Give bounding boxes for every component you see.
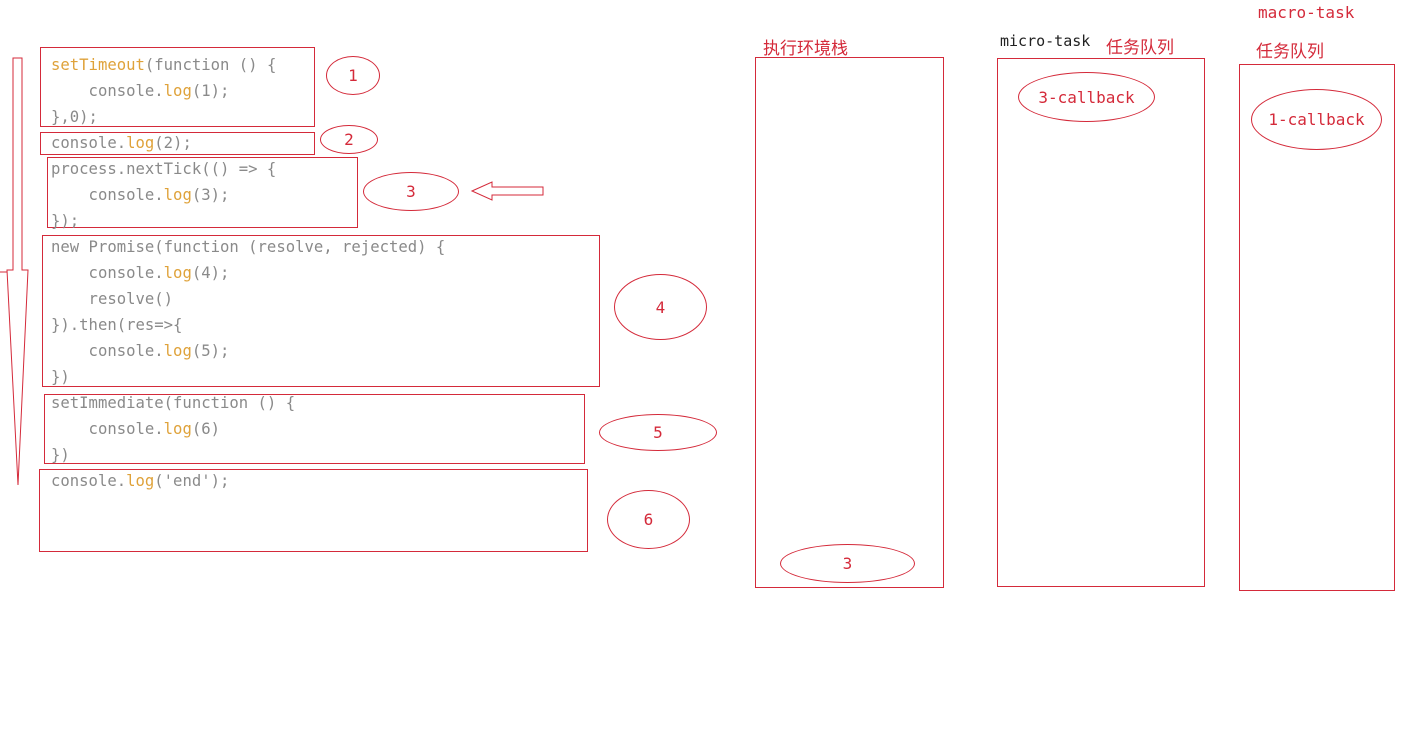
code-keyword-token: log — [163, 186, 192, 204]
code-block-4: new Promise(function (resolve, rejected)… — [51, 234, 445, 390]
code-token: console. — [51, 186, 164, 204]
step-number-1: 1 — [326, 56, 380, 95]
code-line: console.log('end'); — [51, 468, 229, 494]
code-keyword-token: log — [163, 264, 192, 282]
code-line: new Promise(function (resolve, rejected)… — [51, 234, 445, 260]
code-token: console. — [51, 420, 164, 438]
code-line: }) — [51, 442, 295, 468]
code-line: setImmediate(function () { — [51, 390, 295, 416]
code-keyword-token: log — [126, 472, 155, 490]
code-block-2: console.log(2); — [51, 130, 192, 156]
code-block-6: console.log('end'); — [51, 468, 229, 494]
code-line: console.log(6) — [51, 416, 295, 442]
code-token: ('end'); — [154, 472, 230, 490]
code-line: }) — [51, 364, 445, 390]
code-keyword-token: log — [163, 420, 192, 438]
micro-queue-title-en: micro-task — [1000, 32, 1091, 50]
code-token: resolve() — [51, 290, 174, 308]
code-token: console. — [51, 264, 164, 282]
exec-stack-title: 执行环境栈 — [763, 39, 848, 59]
code-token: (3); — [191, 186, 230, 204]
code-block-4-box — [42, 235, 600, 387]
code-token: (1); — [191, 82, 230, 100]
code-token: setImmediate(function () { — [51, 394, 296, 412]
code-block-3-box — [47, 157, 358, 228]
code-token: (5); — [191, 342, 230, 360]
code-line: },0); — [51, 104, 276, 130]
code-token: }); — [51, 212, 80, 230]
code-line: console.log(2); — [51, 130, 192, 156]
code-block-2-box — [40, 132, 315, 155]
code-block-1: setTimeout(function () { console.log(1);… — [51, 52, 276, 130]
code-token: console. — [51, 82, 164, 100]
code-keyword-token: setTimeout — [51, 56, 145, 74]
code-line: console.log(3); — [51, 182, 276, 208]
exec-stack-column — [755, 57, 944, 588]
code-block-6-box — [39, 469, 588, 552]
step-number-5: 5 — [599, 414, 717, 451]
code-keyword-token: log — [126, 134, 155, 152]
code-token: }) — [51, 368, 70, 386]
code-line: }); — [51, 208, 276, 234]
code-line: console.log(5); — [51, 338, 445, 364]
macro-queue-column — [1239, 64, 1395, 591]
code-block-5: setImmediate(function () { console.log(6… — [51, 390, 295, 468]
code-line: console.log(1); — [51, 78, 276, 104]
code-token: },0); — [51, 108, 98, 126]
step-number-3: 3 — [363, 172, 459, 211]
code-keyword-token: log — [163, 342, 192, 360]
code-token: (4); — [191, 264, 230, 282]
code-token: }).then(res=>{ — [51, 316, 183, 334]
macro-queue-item: 1-callback — [1251, 89, 1382, 150]
code-token: new Promise(function (resolve, rejected)… — [51, 238, 446, 256]
code-token: }) — [51, 446, 70, 464]
exec-stack-item: 3 — [780, 544, 915, 583]
step-number-2: 2 — [320, 125, 378, 154]
micro-queue-column — [997, 58, 1205, 587]
micro-queue-item: 3-callback — [1018, 72, 1155, 122]
code-line: }).then(res=>{ — [51, 312, 445, 338]
code-token: console. — [51, 342, 164, 360]
step-number-6: 6 — [607, 490, 690, 549]
code-token: console. — [51, 134, 127, 152]
flow-down-arrow — [0, 57, 29, 486]
code-block-1-box — [40, 47, 315, 127]
code-line: setTimeout(function () { — [51, 52, 276, 78]
code-token: console. — [51, 472, 127, 490]
code-line: resolve() — [51, 286, 445, 312]
macro-queue-title-en: macro-task — [1258, 3, 1355, 22]
code-block-5-box — [44, 394, 585, 464]
code-block-3: process.nextTick(() => { console.log(3);… — [51, 156, 276, 234]
code-token: (function () { — [144, 56, 277, 74]
code-token: (2); — [154, 134, 192, 152]
code-token: process.nextTick(() => { — [51, 160, 277, 178]
step-number-4: 4 — [614, 274, 707, 340]
code-keyword-token: log — [163, 82, 192, 100]
micro-queue-title-cn: 任务队列 — [1106, 38, 1174, 58]
macro-queue-title-cn: 任务队列 — [1256, 42, 1324, 62]
code-line: console.log(4); — [51, 260, 445, 286]
code-line: process.nextTick(() => { — [51, 156, 276, 182]
current-step-arrow — [470, 181, 544, 201]
code-token: (6) — [191, 420, 221, 438]
